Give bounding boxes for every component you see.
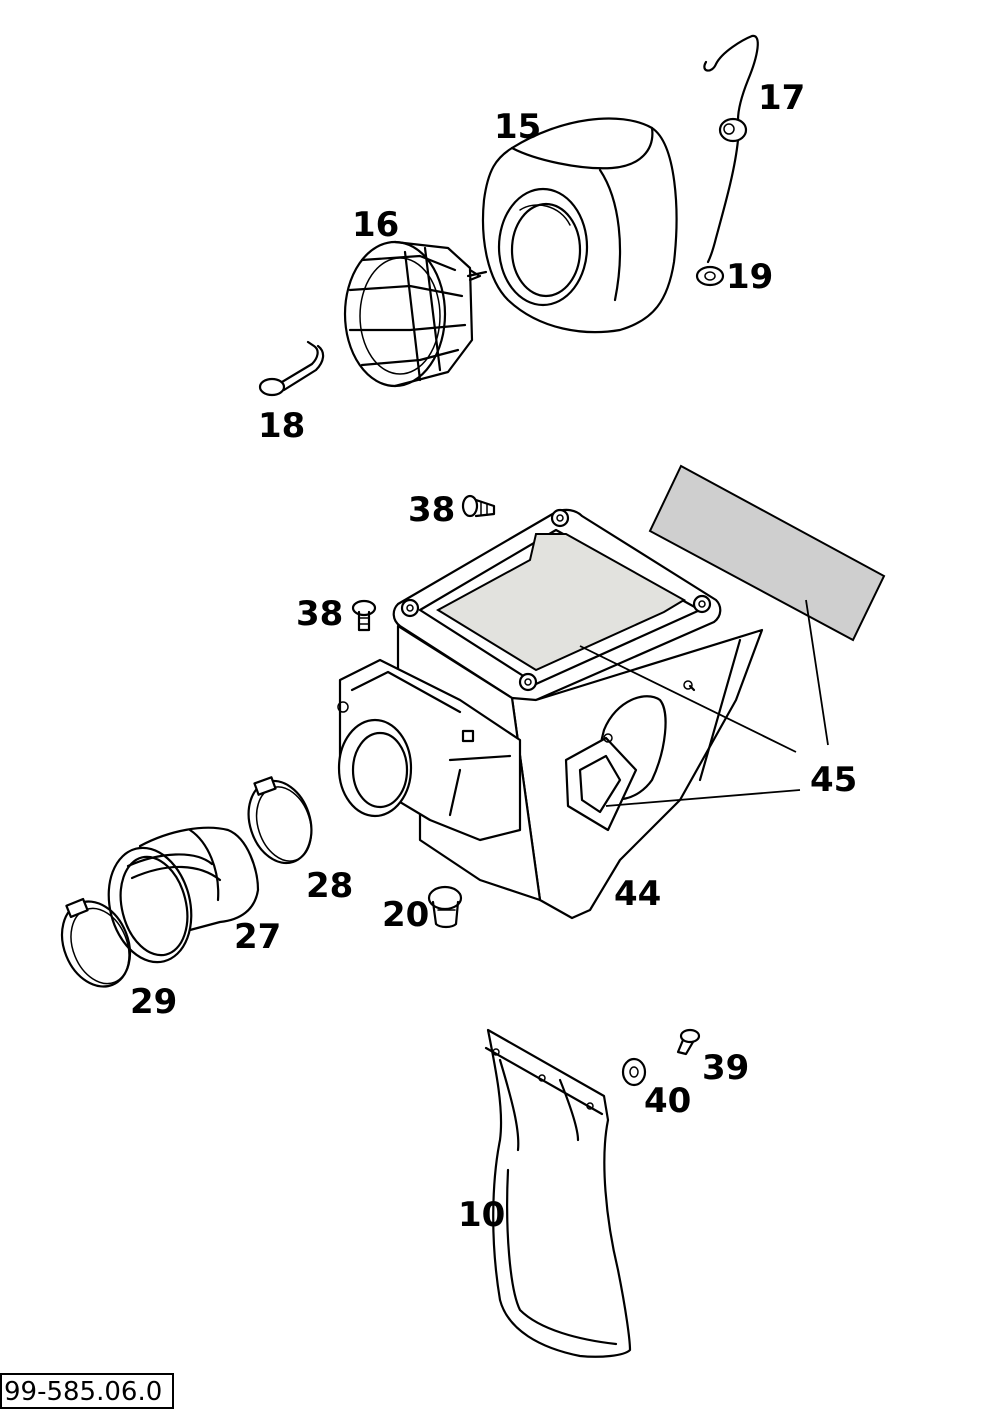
document-code-box: 99-585.06.0 [0,1373,174,1409]
part-18-screw [258,340,325,397]
label-44: 44 [614,874,661,914]
part-39-screw [676,1028,701,1056]
label-38-upper: 38 [408,490,455,530]
document-code: 99-585.06.0 [4,1377,162,1407]
label-19: 19 [726,257,773,297]
part-10-mud-flap [484,1028,632,1358]
part-17-wire-clip [703,34,759,264]
part-38-screw-upper [461,494,496,518]
part-16-filter-cage [343,240,488,388]
label-27: 27 [234,917,281,957]
part-29-clamp [60,897,132,988]
part-45-gasket [648,464,886,642]
part-38-screw-lower [351,599,377,632]
label-39: 39 [702,1048,749,1088]
part-44-airbox [337,508,764,920]
label-20: 20 [382,895,429,935]
label-45: 45 [810,760,857,800]
label-38-lower: 38 [296,594,343,634]
label-40: 40 [644,1081,691,1121]
part-40-washer [621,1057,647,1087]
part-19-nut [695,265,725,287]
part-15-air-filter [481,117,678,334]
label-17: 17 [758,78,805,118]
label-16: 16 [352,205,399,245]
label-29: 29 [130,982,177,1022]
part-27-boot [107,826,260,964]
part-45-leaders [579,599,829,807]
label-15: 15 [494,107,541,147]
label-28: 28 [306,866,353,906]
part-28-clamp [247,776,313,865]
label-18: 18 [258,406,305,446]
label-10: 10 [458,1195,505,1235]
part-20-plug [427,885,463,929]
